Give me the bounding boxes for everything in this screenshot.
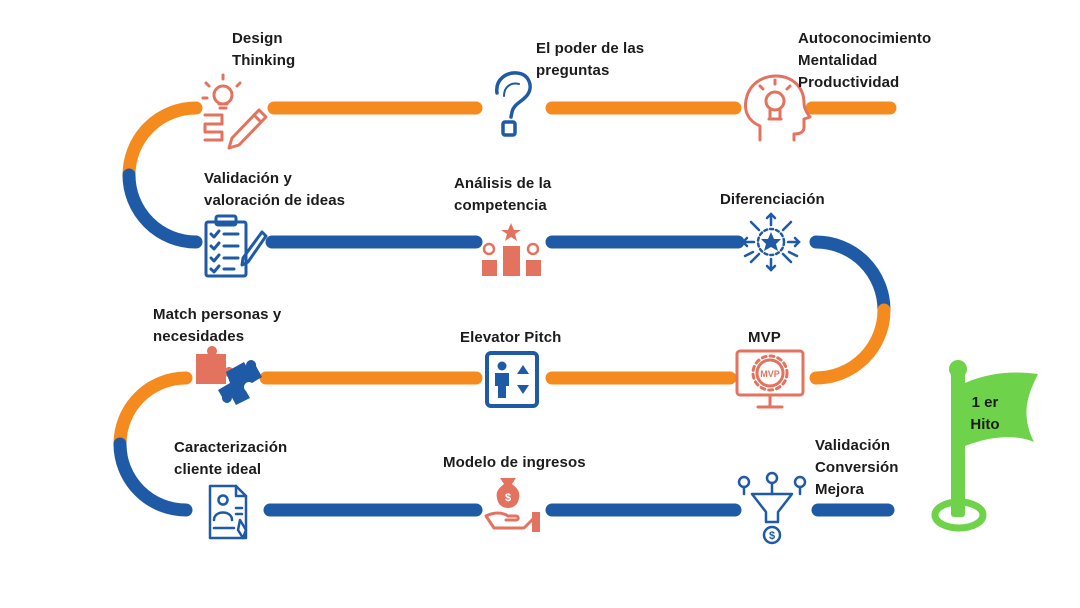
stage-label-elevator-pitch: Elevator Pitch: [460, 329, 562, 346]
path-curve: [809, 303, 891, 385]
path-curve: [113, 371, 193, 451]
elevator-icon: [485, 351, 539, 408]
stage-label-caracterizacion: Caracterización cliente ideal: [174, 439, 288, 478]
stage-label-modelo-ingresos: Modelo de ingresos: [443, 454, 586, 471]
path-curve: [122, 101, 203, 182]
head-lightbulb-icon: [744, 74, 812, 142]
mvp-monitor-icon: MVP: [735, 349, 805, 409]
stage-label-match-personas: Match personas y necesidades: [153, 306, 282, 345]
path-curve: [809, 235, 891, 317]
stage-label-validacion-conversion: Validación Conversión Mejora: [815, 437, 899, 498]
stage-label-autoconocimiento: Autoconocimiento Mentalidad Productivida…: [798, 30, 932, 91]
star-arrows-icon: [741, 212, 801, 272]
stage-label-diferenciacion: Diferenciación: [720, 191, 825, 208]
stage-label-validacion-ideas: Validación y valoración de ideas: [204, 170, 346, 209]
podium-icon: [482, 223, 541, 276]
money-bag-hand-icon: $: [484, 478, 540, 532]
puzzle-pieces-icon: [196, 346, 262, 405]
stage-label-mvp: MVP: [748, 329, 781, 346]
customer-profile-icon: [208, 484, 248, 540]
stage-label-design-thinking: Design Thinking: [232, 30, 296, 69]
milestone-label: 1 er Hito: [970, 394, 1000, 433]
stage-label-poder-preguntas: El poder de las preguntas: [536, 40, 645, 79]
stage-label-analisis-competencia: Análisis de la competencia: [454, 175, 552, 214]
svg-text:$: $: [769, 530, 775, 542]
path-curve: [113, 437, 193, 517]
funnel-dollar-icon: $: [737, 471, 807, 545]
svg-text:MVP: MVP: [760, 369, 780, 379]
milestone-flag-icon: [931, 360, 1038, 532]
checklist-clipboard-icon: [204, 214, 268, 278]
svg-text:$: $: [505, 492, 511, 504]
question-mark-icon: [495, 71, 532, 137]
path-curve: [122, 168, 203, 249]
design-thinking-icon: [201, 73, 268, 150]
